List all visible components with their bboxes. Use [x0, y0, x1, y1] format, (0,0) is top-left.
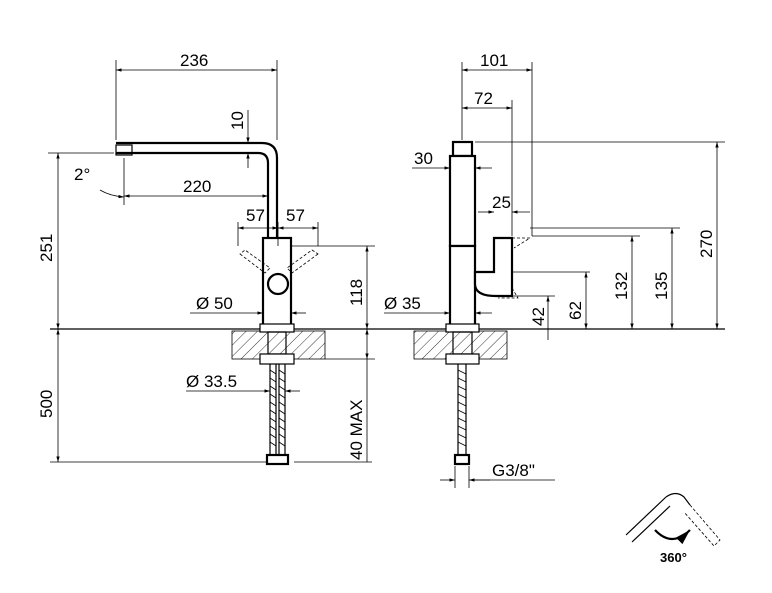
flex-hose-side: [457, 364, 467, 455]
rotation-label: 360°: [660, 550, 687, 565]
dim-62: 62: [566, 301, 585, 320]
lever-left-position: [239, 249, 271, 274]
lever-down-position: [498, 287, 519, 299]
side-view: 101 72 30 25 Ø 35 42 62 132 1: [375, 51, 725, 488]
dim-25: 25: [492, 193, 511, 212]
lever-right-position: [286, 249, 319, 274]
spout-nozzle: [115, 144, 133, 156]
base-flange-side: [445, 323, 480, 333]
lever-hub: [266, 272, 290, 296]
dim-72: 72: [474, 89, 493, 108]
flex-hoses: [269, 364, 286, 455]
hose-fitting-side: [453, 453, 471, 466]
hose-fittings: [265, 453, 290, 466]
dim-135: 135: [652, 272, 671, 300]
dim-500: 500: [37, 390, 56, 418]
rotation-lever-solid: [625, 496, 667, 536]
fixing-nut: [259, 353, 295, 365]
rotation-arrow-icon: [654, 529, 691, 545]
lever-side: [473, 236, 514, 298]
dim-57-left: 57: [246, 206, 265, 225]
dim-236: 236: [180, 51, 208, 70]
dim-diameter-33-5: Ø 33.5: [186, 372, 237, 391]
dim-diameter-50: Ø 50: [196, 294, 233, 313]
column-lower: [448, 244, 477, 328]
rotation-lever-dashed: [683, 504, 721, 547]
dim-101: 101: [480, 51, 508, 70]
hose-braid-side: [457, 369, 467, 447]
front-view: 236 10 2° 220 57 57 251 118 40: [37, 51, 375, 466]
dim-40-max: 40 MAX: [347, 400, 366, 460]
spout-bottom: [116, 151, 270, 238]
spout-head-side: [451, 140, 474, 158]
lever-open-position: [512, 237, 532, 249]
dim-10: 10: [228, 111, 247, 130]
dim-42: 42: [529, 307, 548, 326]
rotation-symbol: 360°: [625, 492, 721, 565]
dim-132: 132: [612, 272, 631, 300]
dim-thread-g38: G3/8": [492, 461, 535, 480]
dim-2-deg: 2°: [74, 165, 90, 184]
dim-270: 270: [697, 230, 716, 258]
fixing-nut-side: [445, 353, 480, 365]
dim-251: 251: [37, 234, 56, 262]
dim-30: 30: [414, 149, 433, 168]
dim-57-right: 57: [286, 206, 305, 225]
column-upper: [448, 154, 477, 248]
dim-diameter-35: Ø 35: [384, 294, 421, 313]
base-flange: [259, 323, 295, 333]
hose-braid: [269, 369, 286, 447]
dim-220: 220: [183, 177, 211, 196]
dim-118: 118: [347, 279, 366, 306]
